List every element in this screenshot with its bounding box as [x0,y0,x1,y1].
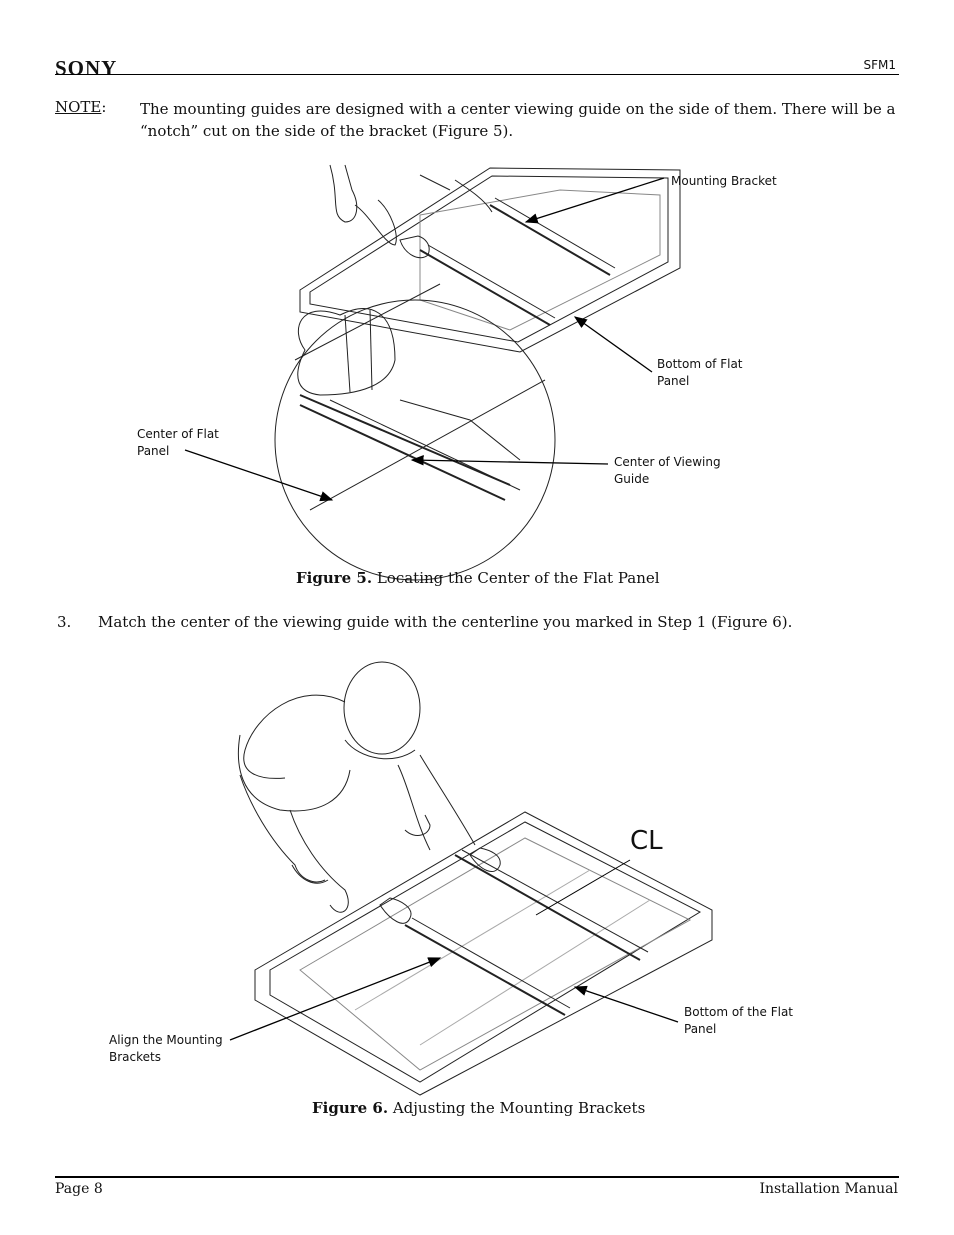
model-number: SFM1 [863,58,896,72]
callout-center-flat-panel: Center of Flat Panel [137,427,219,458]
manual-title: Installation Manual [759,1181,898,1197]
callout-bottom-of-flat-panel: Bottom of the Flat Panel [684,1005,794,1036]
figure-6-title: Adjusting the Mounting Brackets [388,1099,646,1117]
step-number: 3. [57,613,72,631]
figure-5-caption: Figure 5. Locating the Center of the Fla… [296,569,660,587]
figure-6-illustration [229,661,713,1096]
figure-6-caption: Figure 6. Adjusting the Mounting Bracket… [312,1099,645,1117]
figure-5-title: Locating the Center of the Flat Panel [372,569,660,587]
footer-rule [55,1176,899,1178]
callout-align-brackets: Align the Mounting Brackets [109,1033,223,1064]
note-text: The mounting guides are designed with a … [140,100,896,140]
step-text: Match the center of the viewing guide wi… [98,613,793,631]
callout-mounting-bracket: Mounting Bracket [671,174,777,188]
header-rule [55,74,899,75]
note-colon: : [101,98,107,116]
centerline-symbol: CL [630,826,663,856]
sony-logo: SONY [55,56,118,80]
callout-center-viewing-guide: Center of Viewing Guide [614,455,721,486]
note-label-text: NOTE [55,98,102,116]
figure-6-label: Figure 6. [312,1099,389,1117]
callout-bottom-flat-panel: Bottom of Flat Panel [657,357,743,388]
page-number: Page 8 [55,1181,103,1197]
figure-5-illustration [184,164,681,581]
note-label: NOTE: [55,98,106,116]
figure-5-label: Figure 5. [296,569,373,587]
